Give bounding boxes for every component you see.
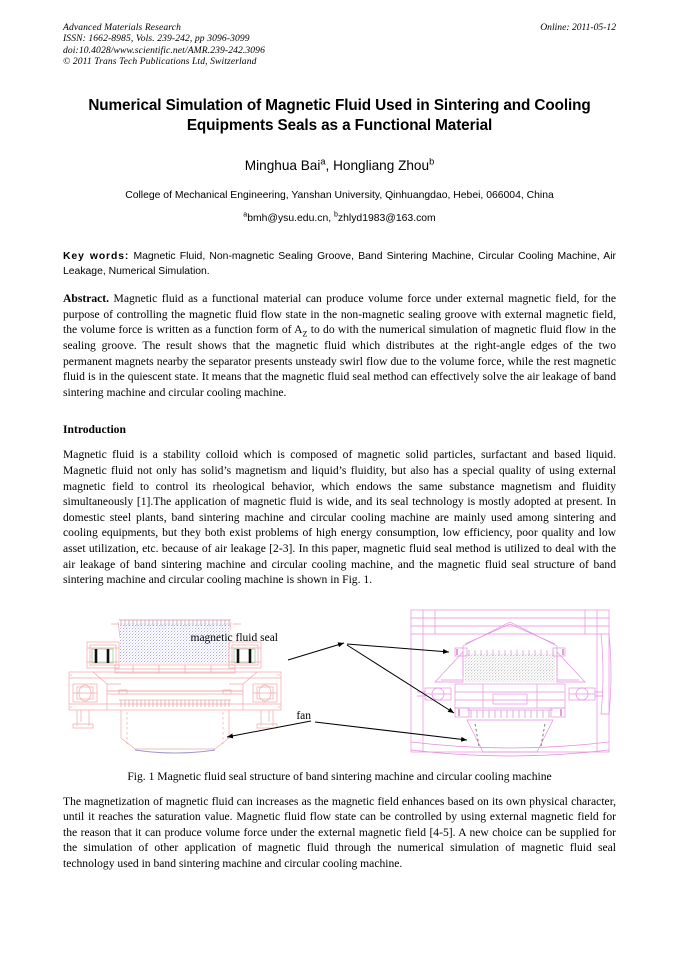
email-mark-2: b (334, 211, 338, 219)
figure-1: magnetic fluid seal fan (63, 604, 616, 764)
figure-leader-lines (226, 642, 468, 742)
abstract-text-part-1: Magnetic fluid as a functional material … (63, 292, 616, 337)
permanent-magnets-left (94, 648, 110, 663)
author-mark-2: b (429, 156, 435, 167)
keywords-block: Key words: Magnetic Fluid, Non-magnetic … (63, 250, 616, 279)
keywords-text: Magnetic Fluid, Non-magnetic Sealing Gro… (63, 251, 616, 277)
figure-1-drawing: magnetic fluid seal fan (68, 609, 612, 757)
figure-1-caption: Fig. 1 Magnetic fluid seal structure of … (127, 769, 552, 783)
abstract-block: Abstract. Magnetic fluid as a functional… (63, 291, 616, 400)
email-1: bmh@ysu.edu.cn, (247, 213, 332, 224)
title-line-2: Equipments Seals as a Functional Materia… (186, 117, 493, 134)
author-emails: abmh@ysu.edu.cn, bzhlyd1983@163.com (63, 211, 616, 224)
introduction-paragraph: Magnetic fluid is a stability colloid wh… (63, 448, 616, 587)
copyright-line: © 2011 Trans Tech Publications Ltd, Swit… (63, 56, 257, 68)
masthead-journal-block: Advanced Materials Research ISSN: 1662-8… (63, 22, 616, 68)
author-list: Minghua Baia, Hongliang Zhoub (63, 156, 616, 173)
abstract-text-part-2: to do with the numerical simulation of m… (63, 323, 616, 399)
abstract-subscript-z: Z (302, 329, 308, 339)
email-2: zhlyd1983@163.com (337, 213, 436, 224)
figure-label-fan: fan (296, 710, 311, 722)
email-mark-1: a (243, 211, 248, 219)
keywords-label: Key words: (63, 251, 130, 262)
masthead: Advanced Materials Research ISSN: 1662-8… (63, 22, 616, 80)
author-name-2: Hongliang Zhou (333, 158, 430, 173)
figure-label-magnetic-fluid-seal: magnetic fluid seal (191, 632, 279, 644)
author-mark-1: a (320, 156, 326, 167)
issn-line: ISSN: 1662-8985, Vols. 239-242, pp 3096-… (63, 33, 250, 45)
page-title: Numerical Simulation of Magnetic Fluid U… (63, 96, 616, 136)
permanent-magnets-right (236, 648, 252, 663)
affiliation: College of Mechanical Engineering, Yansh… (125, 190, 554, 201)
online-date: Online: 2011-05-12 (540, 22, 616, 33)
right-machine-drawing (410, 609, 612, 757)
author-name-1: Minghua Bai (244, 158, 321, 173)
title-line-1: Numerical Simulation of Magnetic Fluid U… (88, 97, 591, 114)
left-machine-drawing (68, 619, 282, 754)
journal-name: Advanced Materials Research (63, 22, 181, 33)
page-content: Advanced Materials Research ISSN: 1662-8… (63, 22, 616, 872)
closing-paragraph: The magnetization of magnetic fluid can … (63, 794, 616, 871)
abstract-label: Abstract. (63, 292, 110, 306)
section-heading-introduction: Introduction (63, 423, 126, 437)
doi-line: doi:10.4028/www.scientific.net/AMR.239-2… (63, 44, 265, 56)
author-separator: , (325, 158, 334, 173)
